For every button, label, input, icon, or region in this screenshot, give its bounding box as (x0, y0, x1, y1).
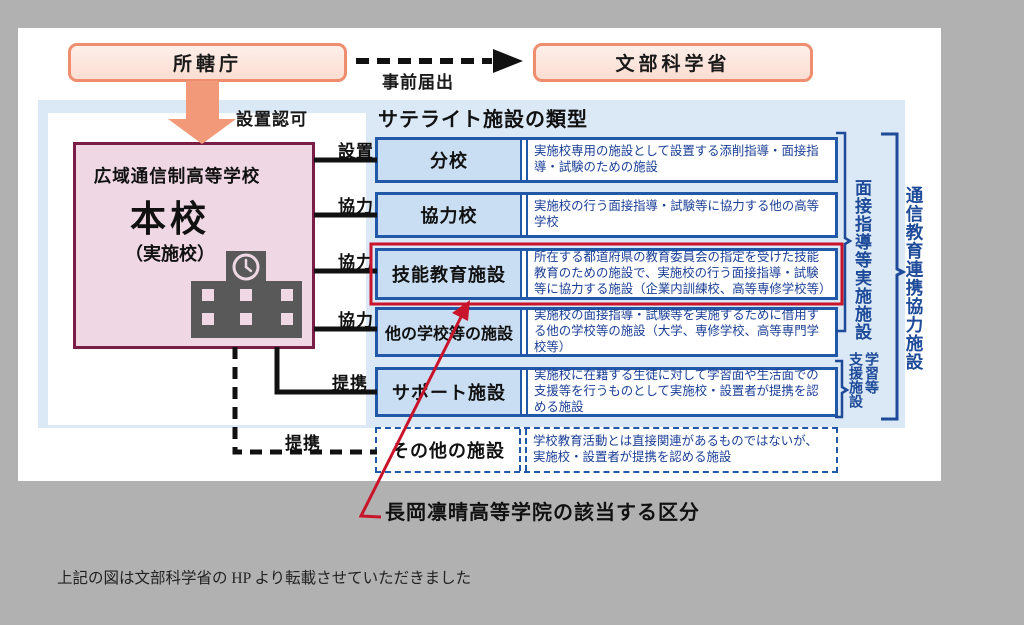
facility-row-technical-education: 技能教育施設 所在する都道府県の教育委員会の指定を受けた技能教育のための施設で、… (375, 248, 838, 300)
connector-label-kyoryoku-1: 協力 (338, 197, 374, 216)
cell-gap (522, 195, 526, 235)
cell-gap (522, 140, 526, 180)
establishment-approval-label: 設置認可 (236, 110, 308, 129)
side-label-face-to-face-facilities: 面接指導等実施施設 (852, 179, 871, 341)
cell-gap (522, 310, 526, 354)
mext-box: 文部科学省 (533, 43, 813, 82)
facility-description: 所在する都道府県の教育委員会の指定を受けた技能教育のための施設で、実施校の行う面… (526, 250, 835, 297)
facility-name: 他の学校等の施設 (378, 310, 522, 354)
annotation-applicable-category: 長岡凛晴高等学院の該当する区分 (385, 502, 700, 524)
main-school-box: 広域通信制高等学校 本校 （実施校） (73, 142, 315, 349)
facility-name: その他の施設 (377, 429, 521, 471)
authority-box: 所轄庁 (68, 43, 347, 82)
main-school-subtitle: （実施校） (125, 244, 215, 264)
facility-row-other-facility: その他の施設 学校教育活動とは直接関連があるものではないが、実施校・設置者が提携… (375, 427, 838, 473)
facility-row-support-facility: サポート施設 実施校に在籍する生徒に対して学習面や生活面での支援等を行うものとし… (375, 367, 838, 417)
cell-gap (521, 429, 525, 471)
prior-notification-label: 事前届出 (382, 73, 454, 92)
facility-description: 実施校に在籍する生徒に対して学習面や生活面での支援等を行うものとして実施校・設置… (526, 368, 835, 414)
facility-description: 実施校専用の施設として設置する添削指導・面接指導・試験のための施設 (526, 140, 835, 180)
connector-label-kyoryoku-3: 協力 (338, 311, 374, 330)
facility-description: 実施校の面接指導・試験等を実施するために借用する他の学校等の施設（大学、専修学校… (526, 308, 835, 354)
source-caption: 上記の図は文部科学省の HP より転載させていただきました (57, 570, 472, 587)
cell-gap (522, 370, 526, 414)
connector-label-kyoryoku-2: 協力 (338, 253, 374, 272)
facility-row-other-schools: 他の学校等の施設 実施校の面接指導・試験等を実施するために借用する他の学校等の施… (375, 307, 838, 357)
main-school-name: 本校 (129, 198, 210, 239)
school-building-icon (191, 251, 302, 338)
main-school-category: 広域通信制高等学校 (93, 166, 261, 186)
side-label-learning-support-facilities: 学習等 支援施設 (848, 352, 880, 408)
facility-name: 協力校 (378, 195, 522, 235)
connector-label-teikei-1: 提携 (332, 374, 368, 393)
satellite-types-title: サテライト施設の類型 (378, 109, 588, 131)
facility-row-branch-school: 分校 実施校専用の施設として設置する添削指導・面接指導・試験のための施設 (375, 137, 838, 183)
facility-row-cooperating-school: 協力校 実施校の行う面接指導・試験等に協力する他の高等学校 (375, 192, 838, 238)
facility-name: 技能教育施設 (378, 251, 522, 297)
side-label-correspondence-cooperation-facilities: 通信教育連携協力施設 (904, 186, 924, 371)
connector-label-setchi: 設置 (338, 142, 374, 161)
authority-label: 所轄庁 (172, 54, 242, 75)
facility-description: 学校教育活動とは直接関連があるものではないが、実施校・設置者が提携を認める施設 (525, 429, 836, 471)
facility-name: サポート施設 (378, 370, 522, 414)
facility-name: 分校 (378, 140, 522, 180)
facility-description: 実施校の行う面接指導・試験等に協力する他の高等学校 (526, 195, 835, 235)
connector-label-teikei-2: 提携 (285, 434, 321, 453)
mext-label: 文部科学省 (615, 54, 731, 75)
